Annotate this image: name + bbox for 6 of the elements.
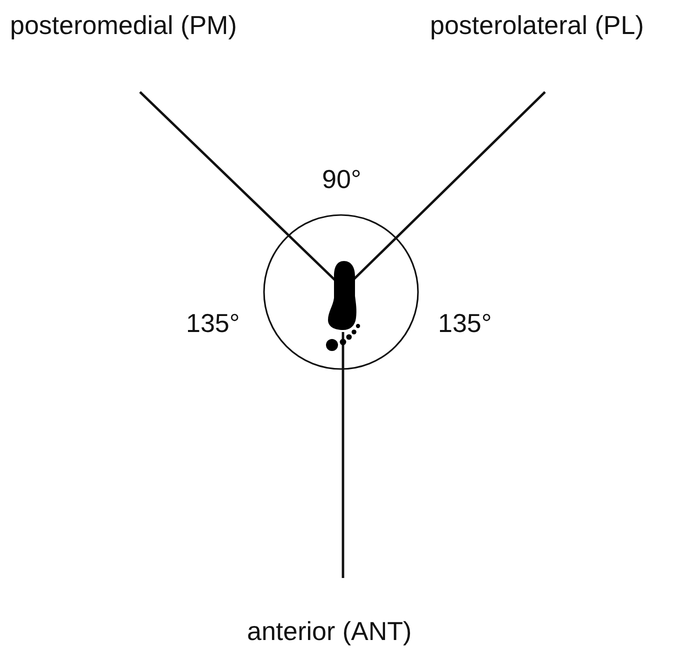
angle-label: 135° — [186, 310, 240, 336]
direction-label: anterior (ANT) — [247, 618, 412, 644]
direction-label: posteromedial (PM) — [10, 12, 237, 38]
angle-label: 135° — [438, 310, 492, 336]
angle-label: 90° — [322, 166, 362, 192]
direction-label: posterolateral (PL) — [430, 12, 644, 38]
